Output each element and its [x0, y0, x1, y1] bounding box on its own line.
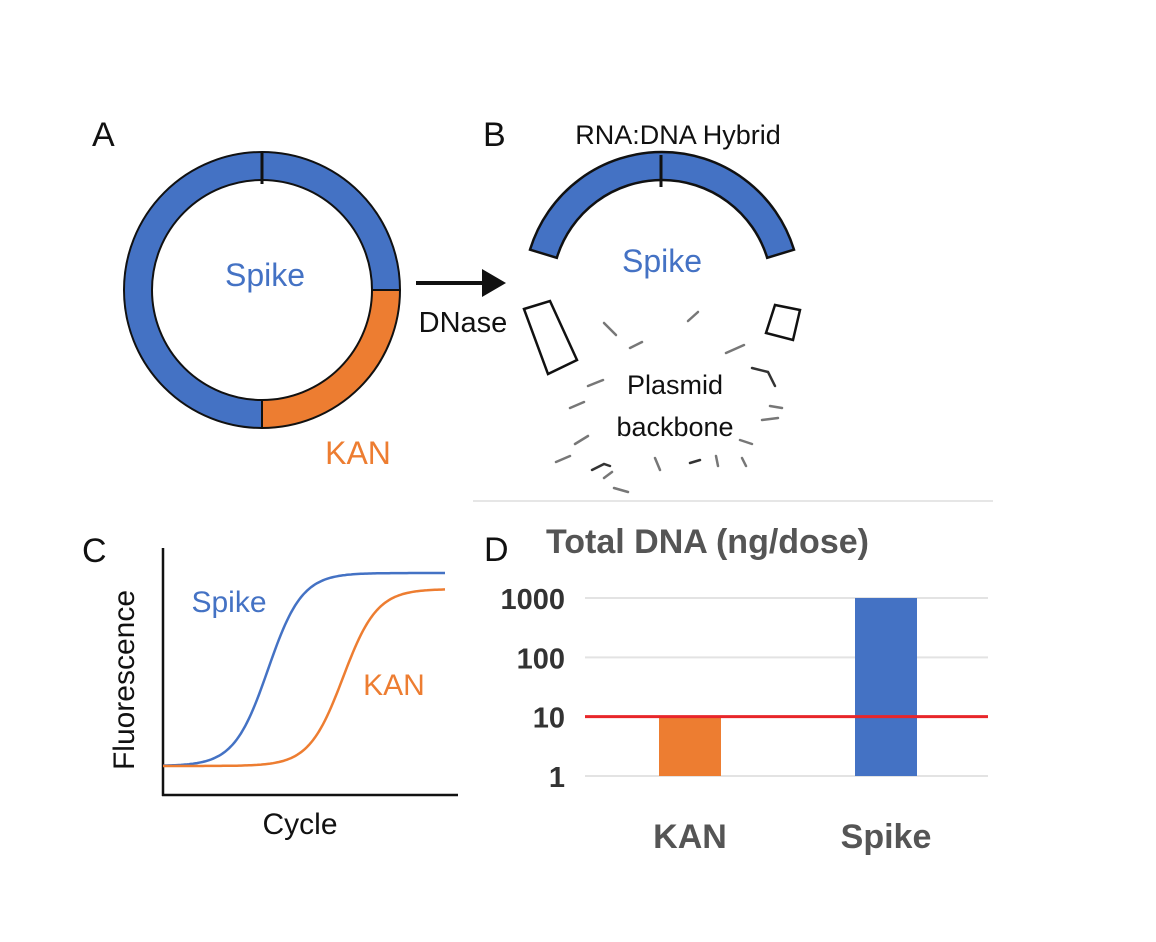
panel-c-spike-label: Spike — [191, 586, 266, 619]
y-tick-label: 10 — [533, 703, 565, 735]
qpcr-axes — [161, 548, 458, 797]
y-tick-label: 1 — [549, 762, 565, 794]
bar-kan — [659, 716, 721, 776]
panel-c-xlabel: Cycle — [262, 808, 337, 841]
spike-segment — [123, 151, 402, 430]
backbone-label-line2: backbone — [616, 412, 733, 442]
y-tick-label: 100 — [517, 643, 565, 675]
panel-a-letter: A — [92, 116, 115, 154]
dnase-label: DNase — [419, 307, 508, 339]
x-tick-label: KAN — [653, 818, 727, 856]
kan-amplification-curve — [163, 588, 446, 768]
panel-b-title: RNA:DNA Hybrid — [575, 120, 781, 150]
panel-a-kan-label: KAN — [325, 435, 391, 471]
panel-d-letter: D — [484, 531, 509, 569]
kan-segment — [261, 289, 402, 430]
backbone-fragments — [554, 310, 784, 494]
panel-d-title: Total DNA (ng/dose) — [546, 523, 869, 561]
panel-c-kan-label: KAN — [363, 669, 425, 702]
panel-c-ylabel: Fluorescence — [108, 590, 141, 770]
rna-dna-hybrid-arc — [528, 150, 796, 260]
spike-amplification-curve — [162, 571, 445, 767]
plasmid-ring — [123, 151, 402, 430]
panel-b-letter: B — [483, 116, 506, 154]
panel-a-spike-label: Spike — [225, 257, 305, 293]
panel-b-spike-label: Spike — [622, 243, 702, 279]
cut-end-left — [522, 299, 579, 376]
y-tick-label: 1000 — [500, 584, 565, 616]
dnase-arrow — [416, 269, 506, 297]
bar-spike — [855, 598, 917, 776]
x-tick-label: Spike — [841, 818, 932, 856]
cut-end-right — [764, 303, 802, 342]
panel-c-letter: C — [82, 532, 107, 570]
backbone-label-line1: Plasmid — [627, 370, 723, 400]
